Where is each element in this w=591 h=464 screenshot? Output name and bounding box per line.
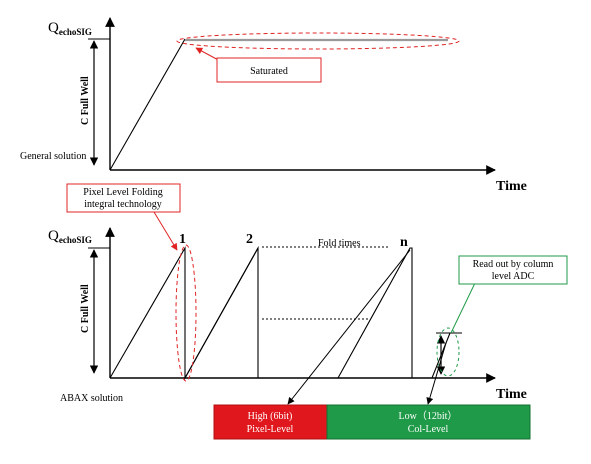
top-time-label: Time	[496, 179, 527, 194]
fold-times-label: Fold times	[318, 238, 361, 249]
fold-sawtooth-waveform	[109, 245, 451, 381]
fold-2-ramp	[184, 247, 259, 379]
readout-callout-line2: level ADC	[492, 271, 535, 282]
readout-callout-line1: Read out by column	[473, 259, 554, 270]
top-charge-ramp	[109, 38, 186, 171]
high-bit-line1: High (6bit)	[248, 411, 293, 422]
bottom-time-label: Time	[496, 387, 527, 402]
general-solution-label: General solution	[20, 151, 86, 162]
saturation-ellipse	[176, 32, 460, 50]
saturated-callout-text: Saturated	[250, 66, 288, 77]
bottom-y-axis-label: QechoSIG	[48, 228, 92, 245]
folding-callout-box	[66, 183, 181, 213]
folding-callout-line1: Pixel Level Folding	[83, 187, 162, 198]
high-bit-segment	[213, 404, 328, 440]
fold-1-ellipse	[175, 244, 197, 382]
low-pointer-arrow	[426, 342, 447, 405]
top-panel: QechoSIG C Full Well Saturated General s…	[20, 17, 527, 194]
top-y-axis-label: QechoSIG	[48, 20, 92, 37]
bottom-panel: Pixel Level Folding integral technology …	[48, 183, 568, 405]
low-bit-segment	[326, 404, 531, 440]
fold-marker-n: n	[400, 235, 408, 250]
abax-solution-label: ABAX solution	[60, 393, 123, 404]
bit-depth-bar: High (6bit) Pixel-Level Low（12bit） Col-L…	[213, 404, 531, 440]
fold-marker-1: 1	[179, 232, 186, 247]
bottom-full-well-label: C Full Well	[80, 284, 91, 333]
high-pointer-arrow	[287, 249, 411, 405]
readout-callout-pointer	[450, 282, 476, 334]
low-bit-line1: Low（12bit）	[399, 410, 458, 422]
folding-callout-arrow	[153, 211, 178, 251]
readout-ellipse	[436, 327, 460, 377]
high-bit-line2: Pixel-Level	[247, 424, 294, 435]
low-bit-line2: Col-Level	[408, 424, 449, 435]
saturated-callout-box	[216, 57, 322, 83]
top-full-well-label: C Full Well	[80, 76, 91, 125]
readout-callout-box	[458, 255, 568, 285]
folding-callout-line2: integral technology	[84, 199, 161, 210]
fold-marker-2: 2	[246, 232, 253, 247]
